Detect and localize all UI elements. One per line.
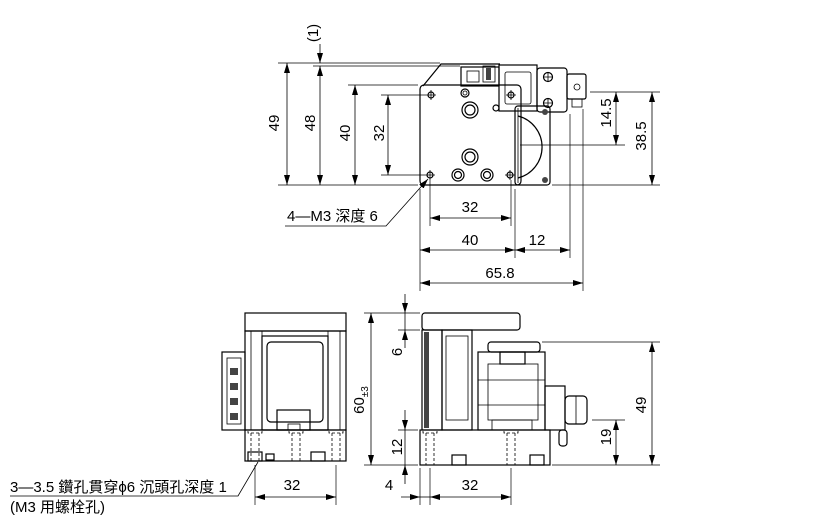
- counterbore-hole: [461, 148, 479, 166]
- base-foot: [310, 451, 326, 462]
- mounting-hole-hidden: [328, 429, 344, 461]
- mounting-hole-hidden: [503, 429, 519, 465]
- stage-table: [421, 312, 521, 331]
- stage-table: [419, 84, 522, 186]
- base-foot: [451, 454, 467, 466]
- drive-housing: [514, 105, 551, 186]
- connector-pin: [573, 83, 581, 91]
- label-motor-height: 38.5: [633, 121, 650, 150]
- connector: [566, 73, 587, 100]
- label-table-width: 40: [462, 232, 479, 249]
- plug-hook: [558, 429, 568, 447]
- label-hole-pitch-vertical: 32: [371, 125, 388, 142]
- counterbore-hole: [460, 88, 470, 98]
- mounting-hole-hidden: [422, 429, 438, 465]
- motor-fin: [230, 413, 238, 420]
- m3-hole: [505, 170, 515, 180]
- label-overall-height-value: 60: [351, 397, 368, 414]
- m3-hole-callout: 4—M3 深度 6: [287, 208, 378, 225]
- drive-wheel: [517, 115, 543, 179]
- motor-side-inner: [226, 357, 242, 425]
- base-foot: [529, 454, 545, 466]
- m3-hole: [425, 170, 435, 180]
- label-overall-height: 49: [266, 115, 283, 132]
- drive-inner: [487, 363, 539, 421]
- drive-top-cap: [487, 341, 541, 353]
- counterbore-hole: [451, 168, 465, 182]
- drive-bracket: [491, 419, 533, 431]
- center-module: [261, 335, 329, 431]
- center-module-cover: [266, 341, 324, 423]
- label-hole-edge-offset: 4: [385, 477, 393, 494]
- m3-hole: [426, 90, 436, 100]
- label-body-height: 48: [302, 115, 319, 132]
- label-overall-height: 60±3: [351, 386, 371, 414]
- label-overall-height-tolerance: ±3: [360, 386, 371, 397]
- label-motor-offset: 14.5: [598, 98, 615, 127]
- motor-cover: [504, 71, 532, 105]
- label-table-thickness: 6: [389, 348, 406, 356]
- stage-table: [244, 312, 347, 332]
- base-block: [419, 429, 551, 466]
- drive-screw: [542, 109, 548, 115]
- motor-fin: [230, 368, 238, 375]
- guide-column-inner: [445, 335, 469, 421]
- label-overall-width: 65.8: [485, 265, 514, 282]
- counterbore-hole: [480, 168, 494, 182]
- front-view: 32 3—3.5 鑽孔貫穿ϕ6 沉頭孔深度 1 (M3 用螺栓孔): [10, 312, 347, 516]
- m3-hole: [506, 90, 516, 100]
- mounting-hole-hidden: [288, 429, 304, 461]
- label-base-thickness: 12: [389, 439, 406, 456]
- base-foot: [265, 453, 275, 461]
- mounting-hole-hidden: [247, 429, 263, 461]
- mounting-hole-note: (M3 用螺栓孔): [10, 499, 105, 516]
- sensor-clip: [482, 65, 496, 83]
- label-top-offset: (1): [305, 24, 322, 42]
- label-motor-height: 49: [633, 397, 650, 414]
- carriage-chamfer: [422, 63, 500, 87]
- motor-fin: [230, 398, 238, 405]
- label-hole-pitch: 32: [462, 477, 479, 494]
- mounting-hole-callout: 3—3.5 鑽孔貫穿ϕ6 沉頭孔深度 1: [10, 479, 227, 496]
- motor-fin: [230, 383, 238, 390]
- base-block: [244, 429, 347, 462]
- mounting-hole-leader: [10, 461, 259, 497]
- sensor-tab: [486, 68, 491, 80]
- sensor-tab: [287, 423, 301, 431]
- plug-body: [544, 385, 566, 431]
- drive-screw: [542, 177, 548, 183]
- sensor-bracket: [466, 70, 480, 83]
- motor-side: [221, 351, 246, 431]
- label-knob-height: 19: [598, 429, 615, 446]
- guide-column: [441, 329, 473, 431]
- base-foot: [247, 451, 263, 462]
- drive-cylinder: [499, 351, 526, 365]
- label-hole-pitch-horizontal: 32: [462, 199, 479, 216]
- m3-hole-leader: [285, 178, 429, 227]
- left-wall-shade: [424, 332, 429, 428]
- top-view: (1) 49 48 40 32 14.5 38.5 32 40 12 65.8 …: [266, 24, 660, 291]
- label-hole-pitch: 32: [284, 477, 301, 494]
- side-view: 6 60±3 12 49 19 4 32: [351, 294, 660, 505]
- body-frame: [244, 330, 347, 431]
- label-table-height: 40: [337, 125, 354, 142]
- connector-latch: [571, 98, 583, 108]
- pin-hole: [492, 104, 500, 112]
- sensor-bracket: [276, 409, 311, 431]
- counterbore-hole: [461, 101, 479, 119]
- flange-screw: [542, 71, 554, 83]
- label-motor-width: 12: [529, 232, 546, 249]
